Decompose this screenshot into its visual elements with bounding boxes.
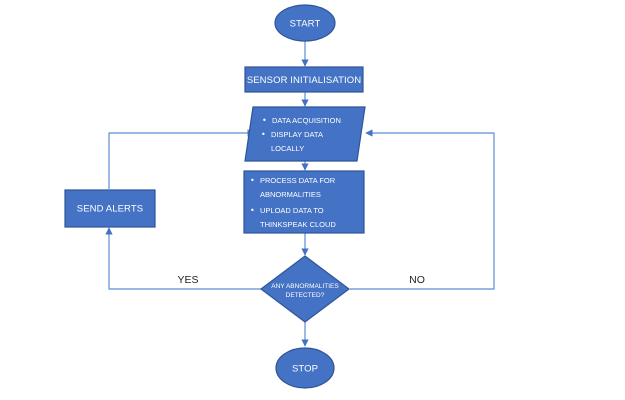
decision-label: ANY ABNORMALITIES [271, 283, 339, 290]
bullet-icon: • [261, 130, 266, 139]
upload-data-label: UPLOAD DATA TO [260, 206, 324, 215]
connectors [105, 40, 495, 347]
process-data-label-line2: ABNORMALITIES [260, 190, 321, 199]
start-label: START [290, 19, 321, 30]
data-acquisition-label: DATA ACQUISITION [272, 116, 341, 125]
process-data-label: PROCESS DATA FOR [260, 176, 336, 185]
yes-label: YES [177, 274, 198, 286]
connector-alerts-loop [108, 129, 255, 189]
no-label: NO [409, 274, 425, 286]
upload-data-label-line2: THINKSPEAK CLOUD [260, 220, 336, 229]
display-data-label: DISPLAY DATA [271, 130, 323, 139]
bullet-icon: • [250, 176, 255, 185]
connector-yes-to-alerts [105, 227, 262, 290]
bullet-icon: • [262, 116, 267, 125]
decision-node: ANY ABNORMALITIES DETECTED? [260, 255, 350, 323]
sensor-initialisation-node: SENSOR INITIALISATION [244, 66, 364, 93]
stop-node: STOP [275, 347, 335, 389]
data-acquisition-node: • DATA ACQUISITION • DISPLAY DATA LOCALL… [244, 106, 366, 162]
sensor-initialisation-label: SENSOR INITIALISATION [247, 75, 361, 86]
process-data-node: • PROCESS DATA FOR ABNORMALITIES • UPLOA… [243, 170, 365, 234]
display-data-label-line2: LOCALLY [271, 144, 304, 153]
send-alerts-label: SEND ALERTS [77, 204, 143, 215]
connector-no-loop [350, 129, 495, 290]
send-alerts-node: SEND ALERTS [64, 189, 156, 228]
decision-label-line2: DETECTED? [286, 292, 325, 299]
stop-label: STOP [292, 364, 318, 375]
bullet-icon: • [250, 206, 255, 215]
start-node: START [274, 4, 336, 42]
